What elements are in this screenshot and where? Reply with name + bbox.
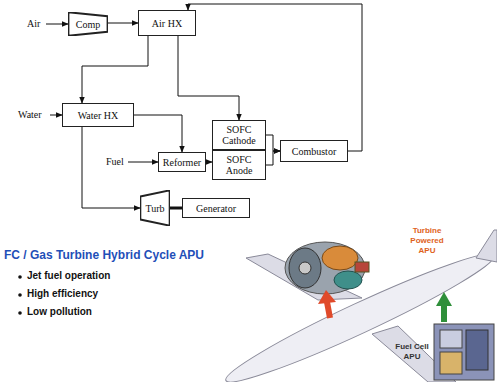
node-label: SOFC Anode — [216, 154, 262, 176]
flow-arrow — [82, 127, 140, 208]
callout-label: Turbine Powered APU — [402, 226, 452, 256]
airplane — [220, 230, 497, 382]
red-arrow — [327, 302, 330, 318]
compressor: Comp — [68, 12, 108, 36]
turbine: Turb — [140, 190, 170, 226]
bullet-text: Low pollution — [27, 306, 92, 318]
input-label: Fuel — [106, 156, 124, 168]
callout-label: Fuel Cell APU — [392, 342, 432, 362]
fuel-inlet-arrow — [128, 162, 158, 163]
bullet-text: High efficiency — [27, 288, 98, 300]
red-arrow-head — [318, 290, 336, 304]
node-label: SOFC Cathode — [216, 124, 262, 146]
bullet — [18, 293, 22, 297]
flow-arrow — [266, 151, 280, 165]
reformer: Reformer — [158, 152, 206, 172]
bullet-text: Jet fuel operation — [27, 270, 110, 282]
shaft-line — [170, 207, 182, 210]
node-label: Comp — [76, 19, 100, 30]
flow-arrow — [178, 36, 239, 120]
input-label: Air — [27, 18, 40, 30]
water-inlet-arrow — [50, 115, 62, 116]
node-label: Turb — [145, 203, 164, 214]
fuel-cell-apu-picture — [434, 324, 494, 380]
heat-exchanger: Water HX — [62, 103, 134, 127]
node-label: Generator — [196, 203, 236, 214]
node-label: Reformer — [163, 157, 201, 168]
bullet — [18, 311, 22, 315]
air-inlet-arrow — [46, 24, 68, 25]
green-arrow — [441, 304, 447, 322]
flow-arrow — [188, 4, 362, 151]
turbine-apu-picture — [285, 242, 369, 294]
node-label: Air HX — [152, 18, 182, 29]
node-label: Water HX — [78, 110, 119, 121]
combustor: Combustor — [280, 140, 348, 162]
title: FC / Gas Turbine Hybrid Cycle APU — [4, 248, 204, 262]
fuel-cell-anode: SOFC Anode — [212, 150, 266, 180]
fuel-cell-cathode: SOFC Cathode — [212, 120, 266, 150]
bullet — [18, 275, 22, 279]
flow-arrow — [82, 36, 148, 103]
heat-exchanger: Air HX — [138, 10, 196, 36]
green-arrow-head — [436, 292, 452, 306]
node-label: Combustor — [292, 146, 336, 157]
generator: Generator — [182, 198, 250, 218]
flow-arrow — [134, 115, 182, 152]
flow-arrow — [108, 23, 138, 24]
flow-arrow — [266, 135, 280, 151]
input-label: Water — [18, 109, 42, 121]
